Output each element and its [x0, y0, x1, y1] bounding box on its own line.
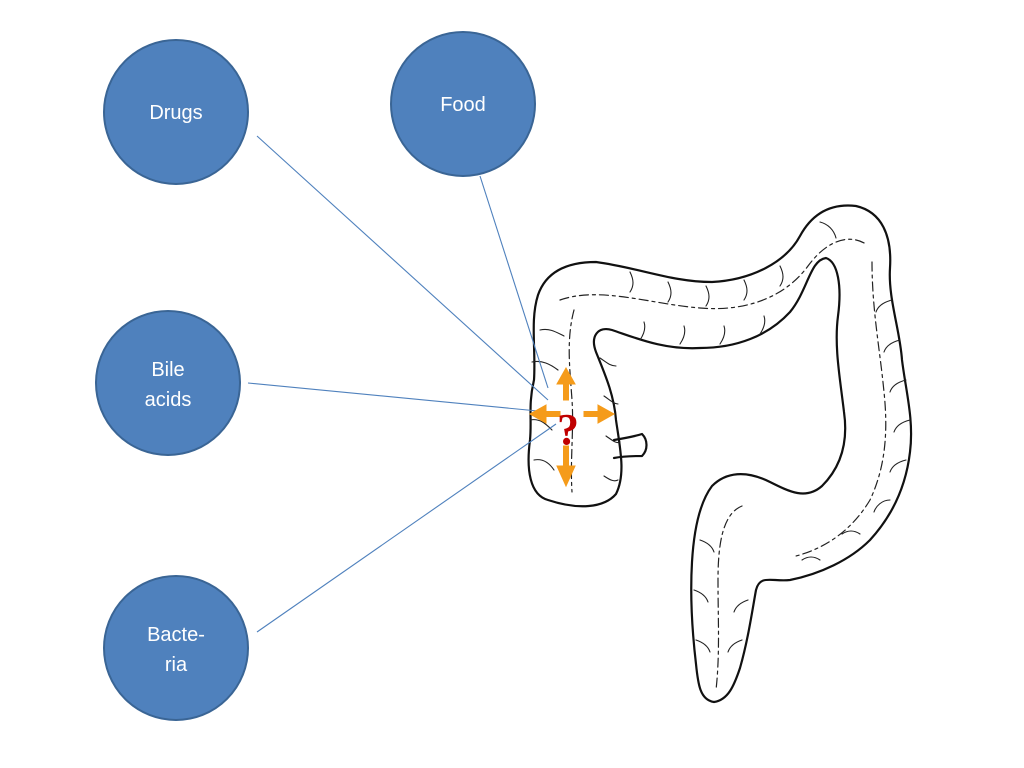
node-bacteria: Bacte- ria [103, 575, 249, 721]
node-drugs: Drugs [103, 39, 249, 185]
node-bacteria-label-line1: Bacte- [147, 624, 205, 646]
connector-food [479, 175, 549, 389]
colon-outer-wall [527, 204, 913, 704]
node-food-label: Food [440, 94, 486, 116]
colon-inner-wall-transverse [559, 238, 867, 310]
node-drugs-label: Drugs [149, 102, 202, 124]
connector-bile-acids [247, 382, 549, 413]
colon-haustra-folds [529, 221, 911, 653]
arrow-down-icon [556, 445, 576, 488]
node-bile-acids-label-line1: Bile [151, 359, 184, 381]
node-bile-acids: Bile acids [95, 310, 241, 456]
arrow-left-icon [528, 404, 561, 424]
colon-inner-wall-sigmoid [715, 505, 743, 691]
connectors [247, 135, 557, 633]
colon-inner-wall-ascending [568, 309, 575, 493]
arrow-right-icon [583, 404, 616, 424]
node-food: Food [390, 31, 536, 177]
connector-bacteria [256, 423, 557, 633]
connector-drugs [256, 135, 549, 401]
colon-inner-wall-descending [795, 261, 887, 557]
node-bacteria-label-line2: ria [165, 654, 188, 676]
ileum-stub [612, 432, 648, 460]
node-bile-acids-label-line2: acids [145, 389, 192, 411]
colon-illustration [527, 204, 913, 704]
arrow-up-icon [556, 366, 576, 401]
center-marker: ? [528, 366, 616, 488]
question-mark: ? [557, 405, 579, 454]
